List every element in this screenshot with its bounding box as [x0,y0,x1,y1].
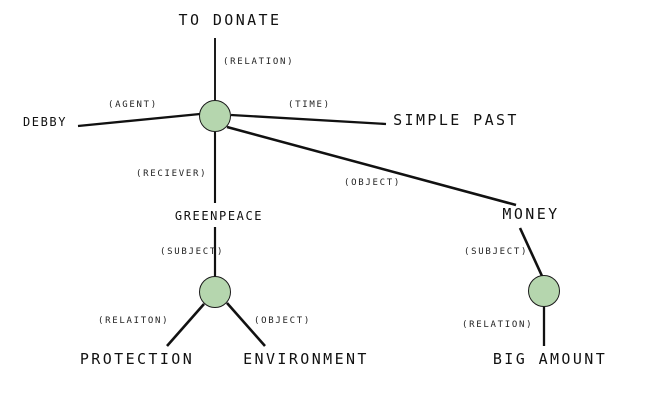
term-money: MONEY [502,205,560,223]
relation-label-relaiton: (RELAITON) [98,316,170,326]
term-protection: PROTECTION [79,350,195,368]
relation-label-subject-right: (SUBJECT) [464,247,529,257]
hub-greenpeace[interactable] [199,276,231,308]
relation-label-reciever: (RECIEVER) [136,169,208,179]
term-environment: ENVIRONMENT [243,350,369,368]
hub-main[interactable] [199,100,231,132]
relation-label-relation-bottom: (RELATION) [462,320,534,330]
edge-money-subject [518,227,544,277]
edge-protection [166,303,205,347]
relation-label-object-money: (OBJECT) [344,178,401,188]
hub-money[interactable] [528,275,560,307]
relation-label-subject-left: (SUBJECT) [160,247,225,257]
term-to-donate: TO DONATE [178,11,282,29]
relation-label-relation-top: (RELATION) [223,57,295,67]
term-simple-past: SIMPLE PAST [393,111,519,129]
relation-label-time: (TIME) [288,100,331,110]
term-greenpeace: Greenpeace [174,205,264,225]
relation-label-agent: (AGENT) [108,100,158,110]
relation-label-object-env: (OBJECT) [254,316,311,326]
edge-debby [77,112,201,128]
edge-environment [226,302,266,347]
edge-object-money [226,125,517,207]
edge-simple-past [230,113,387,126]
term-debby: Debby [22,111,68,131]
term-big-amount: BIG AMOUNT [492,350,608,368]
